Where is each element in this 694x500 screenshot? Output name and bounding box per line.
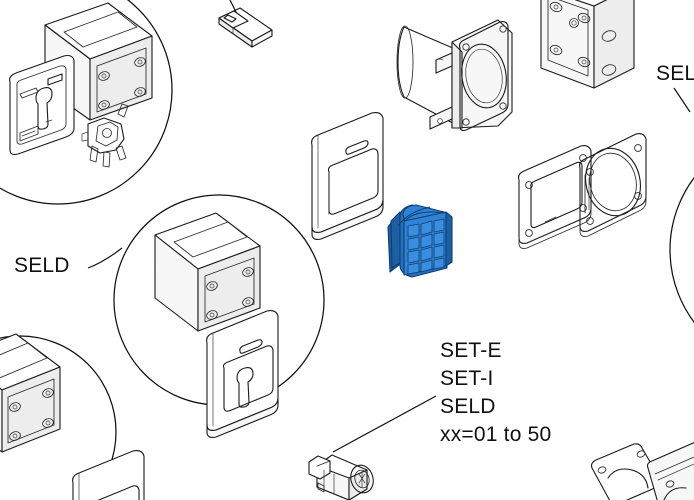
flanged-plate-bottom-right-b [646,442,694,500]
part-label-set-e: SET-E [440,339,502,362]
left-seld-label: SELD [14,254,70,277]
top-right-seld-label: SELD [656,62,694,85]
bottom-left-detail-circle [0,335,117,500]
faceplate-keyhole-top-left [9,54,75,156]
top-right-callout-leader-line [673,87,691,113]
faceplate-bottom-left [72,450,145,500]
cylindrical-housing-top [396,19,513,132]
cover-plate-center [311,112,384,240]
enclosure-box-bottom-left [0,333,61,453]
lock-cylinder-body-top-left [81,103,129,168]
key-switch-faceplate-center-circle [206,310,279,438]
left-callout-leader-line [87,247,123,269]
part-label-range: xx=01 to 50 [440,423,551,446]
part-label-set-i: SET-I [440,367,494,390]
enclosure-box-center-circle [154,212,261,332]
bezel-ring-right [579,133,647,237]
lock-cylinder-bottom [308,454,374,500]
enclosure-box-top-right [540,0,635,89]
keypad-module-highlighted [387,204,453,278]
part-label-seld: SELD [440,395,496,418]
flat-key-blade-top [218,0,273,48]
part-list-leader-line [332,395,437,453]
top-left-detail-circle [0,0,173,205]
right-edge-detail-circle [669,177,694,323]
